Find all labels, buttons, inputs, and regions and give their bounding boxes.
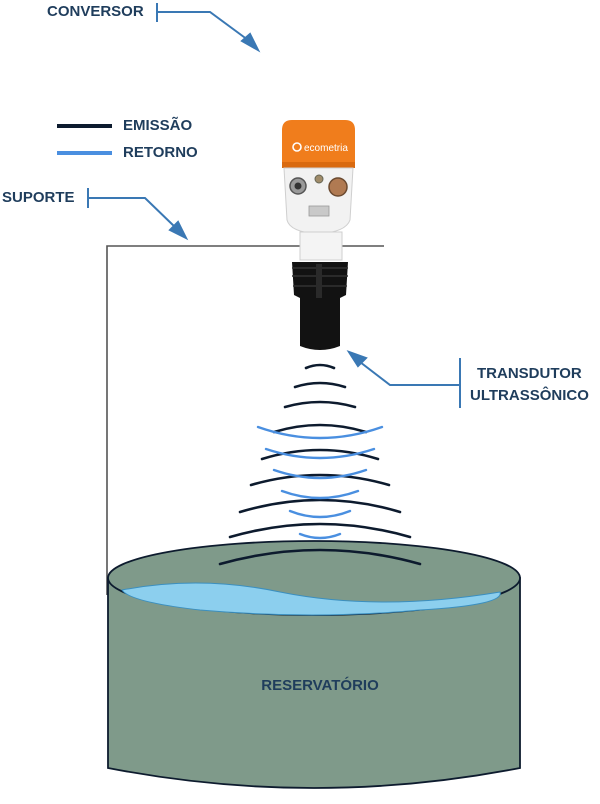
transducer-pointer [346, 350, 461, 408]
emission-wave-arc [283, 400, 357, 409]
return-waves [256, 425, 384, 540]
ultrasonic-device [282, 120, 355, 350]
emission-wave-arc [304, 363, 336, 370]
device-neck [299, 231, 343, 261]
return-wave-arc [288, 509, 352, 519]
converter-label: CONVERSOR [47, 3, 144, 20]
converter-pointer [156, 3, 261, 53]
brand-logo-icon [292, 142, 302, 152]
emission-waves [218, 363, 422, 566]
return-wave-arc [280, 489, 360, 500]
converter-cap [282, 120, 355, 162]
return-wave-arc [256, 425, 384, 440]
reservoir-label: RESERVATÓRIO [261, 677, 379, 694]
emission-wave-arc [293, 381, 347, 389]
return-wave-arc [298, 532, 342, 540]
transducer-label-line2: ULTRASSÔNICO [470, 387, 589, 404]
cap-band [282, 162, 355, 168]
emission-wave-arc [228, 522, 412, 539]
reservoir-tank [107, 540, 521, 789]
legend-return-label: RETORNO [123, 144, 198, 161]
transducer-body [292, 262, 348, 350]
support-label: SUPORTE [2, 189, 75, 206]
water-surface [121, 582, 501, 616]
transducer-label-line1: TRANSDUTOR [477, 365, 582, 382]
legend-emission-label: EMISSÃO [123, 117, 193, 134]
support-frame [106, 245, 384, 595]
support-pointer [87, 188, 189, 241]
emission-wave-arc [238, 498, 402, 514]
return-wave-arc [264, 447, 376, 460]
emission-wave-arc [260, 448, 380, 461]
emission-wave-arc [218, 548, 422, 566]
tank-body [107, 577, 521, 789]
brand-name: ecometria [304, 143, 348, 154]
return-wave-arc [272, 468, 368, 480]
cable-gland-right [328, 177, 348, 197]
vent-screw [314, 174, 324, 184]
emission-wave-arc [272, 423, 368, 434]
emission-wave-arc [249, 473, 391, 487]
